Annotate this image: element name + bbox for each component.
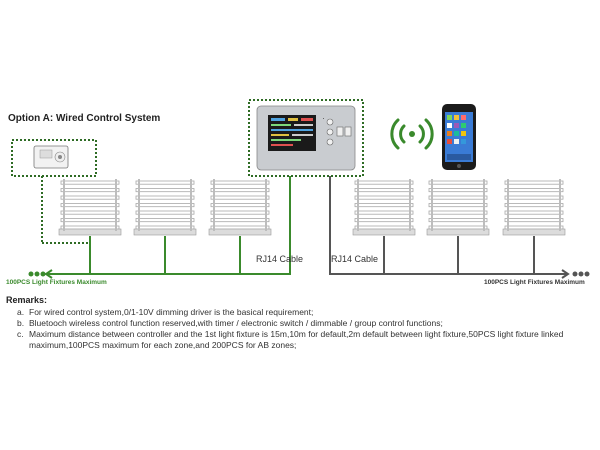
fixture-bar [354, 188, 414, 193]
green-dots [28, 271, 46, 277]
fixture-bar [135, 180, 195, 185]
fixture-icon [426, 179, 490, 236]
remarks-section: Remarks: a. For wired control system,0/1… [6, 295, 596, 351]
fixture-bar [210, 180, 270, 185]
fixture-bar [504, 210, 564, 215]
controller-icon [256, 105, 356, 171]
max-fixtures-label-left: 100PCS Light Fixtures Maximum [6, 279, 107, 286]
fixture-frame [133, 228, 197, 236]
fixture-rail [431, 179, 433, 231]
fixture-rail [63, 179, 65, 231]
fixture-rail [265, 179, 267, 231]
fixture-bar [60, 188, 120, 193]
remark-letter: c. [17, 329, 24, 339]
fixture-frame [208, 228, 272, 236]
fixture-bar [210, 195, 270, 200]
fixture-icon [502, 179, 566, 236]
green-cable [44, 176, 291, 279]
fixture-frame [502, 228, 566, 236]
fixture-bar [210, 203, 270, 208]
fixture-rail [190, 179, 192, 231]
fixture-rail [115, 179, 117, 231]
fixture-rail [559, 179, 561, 231]
remark-letter: a. [17, 307, 25, 317]
fixture-bar [354, 180, 414, 185]
remark-item: a. For wired control system,0/1-10V dimm… [6, 307, 596, 318]
remark-letter: b. [17, 318, 25, 328]
smartphone-icon [442, 104, 476, 170]
gray-dots [572, 271, 590, 277]
fixture-bar [354, 195, 414, 200]
fixture-bar [210, 210, 270, 215]
wireless-signal-icon [390, 118, 434, 150]
fixture-icon [208, 179, 272, 236]
fixture-bar [135, 203, 195, 208]
fixture-rail [357, 179, 359, 231]
fixture-icon [133, 179, 197, 236]
fixture-bar [60, 180, 120, 185]
fixture-bar [428, 218, 488, 223]
remarks-heading: Remarks: [6, 295, 48, 305]
remark-text: For wired control system,0/1-10V dimming… [29, 307, 314, 317]
fixture-bar [210, 218, 270, 223]
fixture-rail [507, 179, 509, 231]
fixture-bar [135, 210, 195, 215]
fixture-bar [135, 218, 195, 223]
fixture-bar [504, 180, 564, 185]
remark-text: Bluetooch wireless control function rese… [29, 318, 443, 328]
max-fixtures-label-right: 100PCS Light Fixtures Maximum [484, 279, 585, 286]
fixture-icon [352, 179, 416, 236]
fixture-bar [504, 188, 564, 193]
driver-frame [11, 139, 97, 177]
fixture-icon [58, 179, 122, 236]
gray-cable [329, 176, 570, 279]
fixture-bar [354, 210, 414, 215]
fixture-bar [354, 203, 414, 208]
fixture-frame [352, 228, 416, 236]
cable-label-left: RJ14 Cable [256, 254, 304, 264]
fixture-bar [428, 195, 488, 200]
fixture-bar [60, 195, 120, 200]
fixture-rail [483, 179, 485, 231]
fixture-bar [135, 195, 195, 200]
remark-item: c. Maximum distance between controller a… [6, 329, 596, 351]
fixture-bar [504, 218, 564, 223]
fixture-frame [426, 228, 490, 236]
driver-box-icon [33, 145, 69, 169]
fixture-bar [60, 203, 120, 208]
fixture-rail [409, 179, 411, 231]
fixture-bar [135, 188, 195, 193]
option-title: Option A: Wired Control System [8, 113, 161, 124]
fixture-bar [504, 203, 564, 208]
remark-item: b. Bluetooch wireless control function r… [6, 318, 596, 329]
controller-frame [248, 99, 364, 177]
fixture-bar [504, 195, 564, 200]
fixtures-group [58, 179, 566, 236]
fixture-bar [428, 203, 488, 208]
fixture-bar [428, 210, 488, 215]
fixture-frame [58, 228, 122, 236]
fixture-bar [60, 218, 120, 223]
fixture-rail [138, 179, 140, 231]
cable-label-right: RJ14 Cable [331, 254, 379, 264]
fixture-rail [213, 179, 215, 231]
remark-text: Maximum distance between controller and … [29, 329, 564, 350]
fixture-bar [60, 210, 120, 215]
fixture-bar [428, 188, 488, 193]
fixture-bar [428, 180, 488, 185]
fixture-bar [354, 218, 414, 223]
fixture-bar [210, 188, 270, 193]
